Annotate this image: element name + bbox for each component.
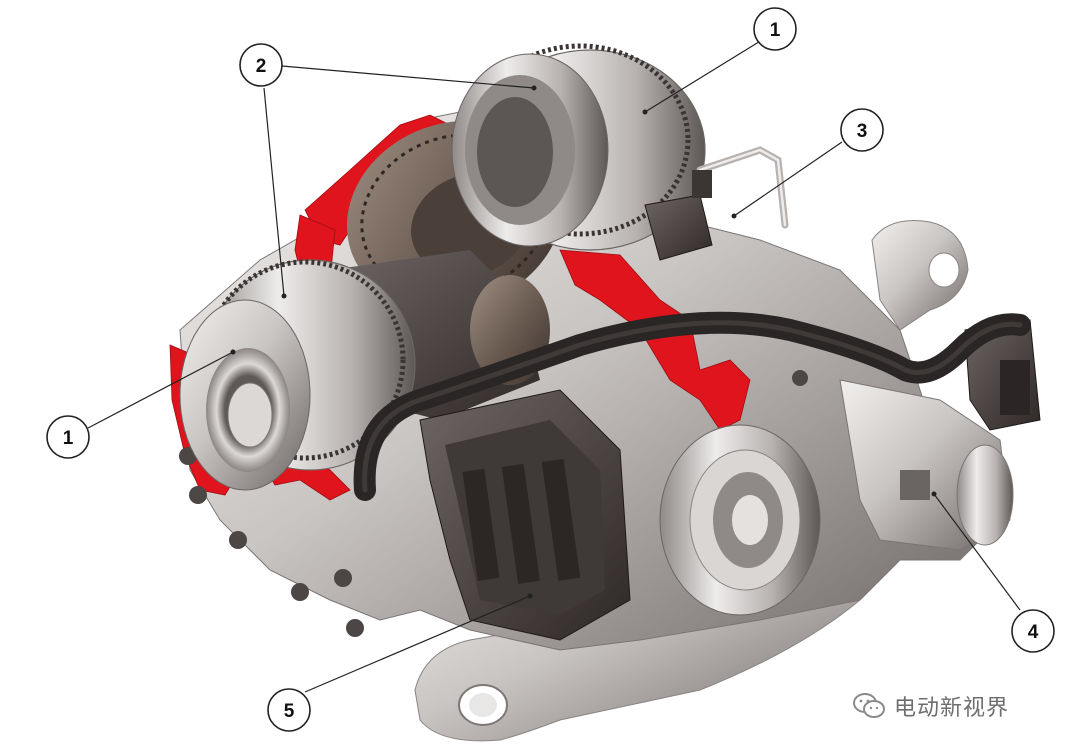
- callout-label: 2: [256, 56, 267, 77]
- actuator-motor: [839, 379, 1014, 551]
- callout-label: 4: [1028, 622, 1039, 643]
- leader-4: [933, 493, 1021, 611]
- leader-2-a-dot: [531, 85, 537, 91]
- right-connector: [964, 319, 1041, 431]
- callout-label: 5: [284, 701, 295, 722]
- callout-marker: 2: [239, 43, 283, 87]
- leader-1-left: [87, 351, 234, 429]
- upper-mount: [871, 219, 969, 331]
- wechat-icon: [853, 693, 885, 718]
- sensor: [644, 146, 789, 261]
- callout-marker: 1: [46, 415, 90, 459]
- leader-5: [304, 595, 531, 693]
- watermark-text: 电动新视界: [894, 696, 1010, 721]
- leader-1-top: [644, 39, 763, 113]
- lower-clutch-pack: [179, 259, 416, 491]
- leader-2-b-dot: [281, 293, 287, 299]
- leader-1-top-dot: [642, 109, 648, 115]
- leader-1-left-dot: [230, 349, 236, 355]
- leader-3-dot: [731, 213, 737, 219]
- leader-4-dot: [931, 491, 937, 497]
- callout-label: 3: [857, 121, 868, 142]
- output-flange: [659, 424, 821, 616]
- leader-5-dot: [527, 593, 533, 599]
- hose: [353, 311, 1031, 501]
- control-module: [419, 389, 631, 641]
- callout-marker: 1: [753, 7, 797, 51]
- leader-lines: [87, 39, 1021, 693]
- watermark: 电动新视界: [852, 690, 1009, 722]
- callout-label: 1: [770, 20, 781, 41]
- leader-2-b: [263, 87, 285, 297]
- callout-marker: 5: [267, 688, 311, 732]
- upper-clutch-pack: [451, 43, 706, 251]
- callout-marker: 3: [840, 108, 884, 152]
- callout-marker: 4: [1011, 609, 1055, 653]
- leader-3: [733, 141, 843, 217]
- leader-2-a: [281, 65, 535, 89]
- callout-label: 1: [63, 428, 74, 449]
